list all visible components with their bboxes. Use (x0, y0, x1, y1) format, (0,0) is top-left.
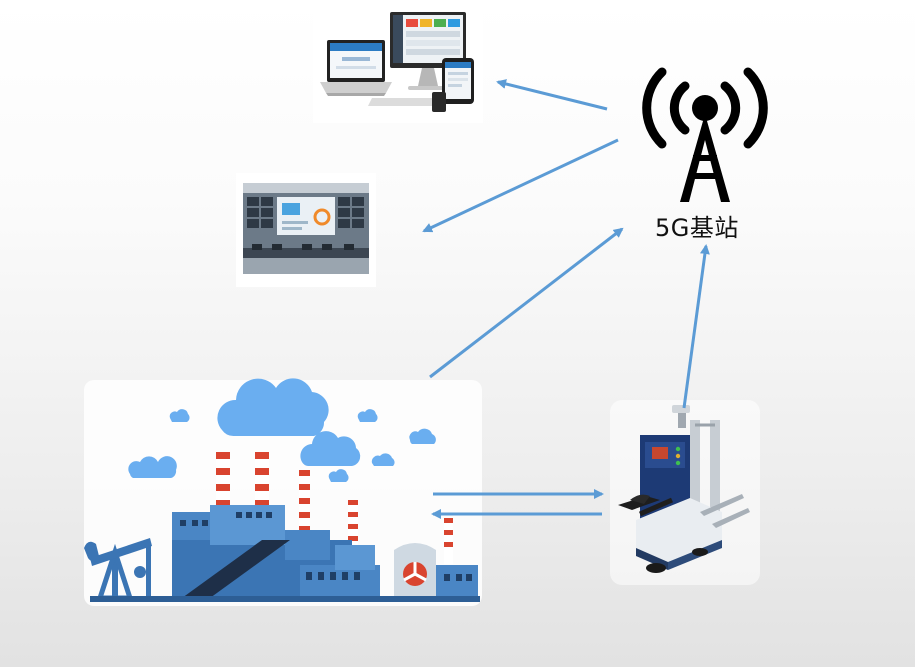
factory-icon (84, 378, 482, 606)
arrow-agv-to-tower (682, 244, 710, 409)
agv-forklift-icon (610, 400, 760, 585)
connection-arrows (422, 79, 710, 519)
control-room-icon (236, 173, 376, 287)
arrow-tower-to-control-room (422, 138, 619, 233)
multi-device-icon (313, 5, 483, 123)
tower-label: 5G基站 (655, 214, 739, 242)
cell-tower-icon (642, 67, 768, 202)
arrow-tower-to-devices (496, 79, 608, 111)
arrow-factory-to-tower (429, 227, 624, 379)
